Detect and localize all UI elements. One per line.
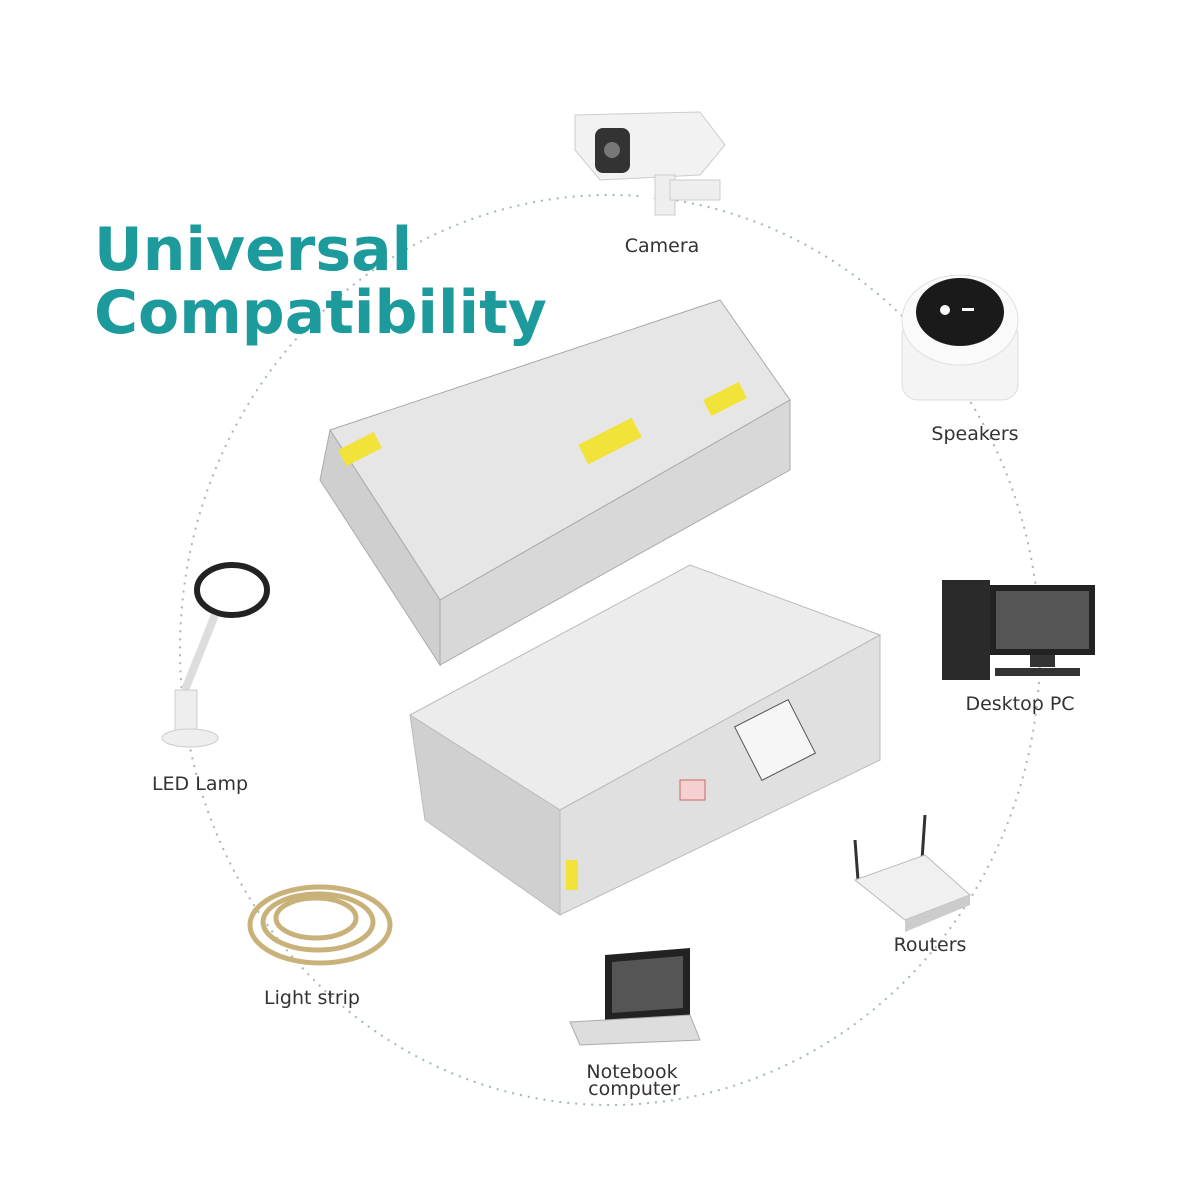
label-camera: Camera xyxy=(624,235,700,257)
headline-line1: Universal xyxy=(94,215,413,285)
headline-line2: Compatibility xyxy=(94,278,547,348)
label-led-lamp: LED Lamp xyxy=(151,773,249,795)
power-supply-top-icon xyxy=(319,299,791,667)
power-supply-bottom-icon xyxy=(409,564,882,916)
label-notebook: Notebook xyxy=(586,1061,678,1083)
label-light-strip: Light strip xyxy=(264,987,360,1009)
camera-icon xyxy=(574,111,726,216)
label-routers: Routers xyxy=(893,934,967,956)
light-strip-icon xyxy=(247,884,393,966)
laptop-icon xyxy=(569,948,701,1046)
label-desktop-pc: Desktop PC xyxy=(965,693,1075,715)
router-icon xyxy=(853,814,971,932)
speaker-icon xyxy=(901,274,1019,401)
label-speakers: Speakers xyxy=(931,423,1019,445)
label-notebook-2: computer xyxy=(588,1078,680,1100)
lamp-icon xyxy=(161,562,270,748)
desktop-icon xyxy=(942,580,1095,680)
